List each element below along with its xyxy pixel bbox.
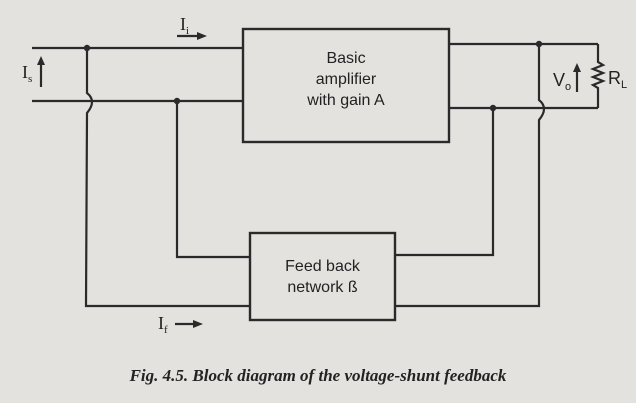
feedback-current-label: If <box>158 313 168 336</box>
amplifier-block-label: Basic amplifier with gain A <box>243 48 449 111</box>
amplifier-label-line: amplifier <box>315 71 377 88</box>
feedback-return-left-wire <box>84 48 250 308</box>
feedback-block-label: Feed back network ß <box>250 256 395 298</box>
output-voltage-label: Vo <box>553 70 572 93</box>
junction-dot <box>173 97 181 105</box>
load-resistor-label: RL <box>608 68 628 91</box>
feedback-output-right-wire <box>395 108 495 257</box>
figure-caption: Fig. 4.5. Block diagram of the voltage-s… <box>129 366 507 385</box>
feedback-block-outline <box>248 231 397 322</box>
amplifier-block-outline <box>241 27 451 144</box>
feedback-current-arrow <box>175 320 203 328</box>
feedback-label-line: network ß <box>287 279 358 296</box>
source-current-arrow <box>37 56 45 87</box>
junction-dot <box>535 40 543 48</box>
junction-dot <box>489 104 497 112</box>
source-current-label: Is <box>22 62 33 85</box>
input-current-label: Ii <box>180 14 190 37</box>
feedback-return-right-wire <box>395 44 546 308</box>
input-current-arrow <box>177 32 207 40</box>
amplifier-label-line: Basic <box>326 50 366 67</box>
feedback-label-line: Feed back <box>285 258 360 275</box>
amplifier-label-line: with gain A <box>307 92 385 109</box>
junction-dot <box>83 44 91 52</box>
load-resistor-symbol <box>590 44 606 108</box>
feedback-input-left-wire <box>175 101 250 259</box>
output-voltage-arrow <box>573 63 581 92</box>
